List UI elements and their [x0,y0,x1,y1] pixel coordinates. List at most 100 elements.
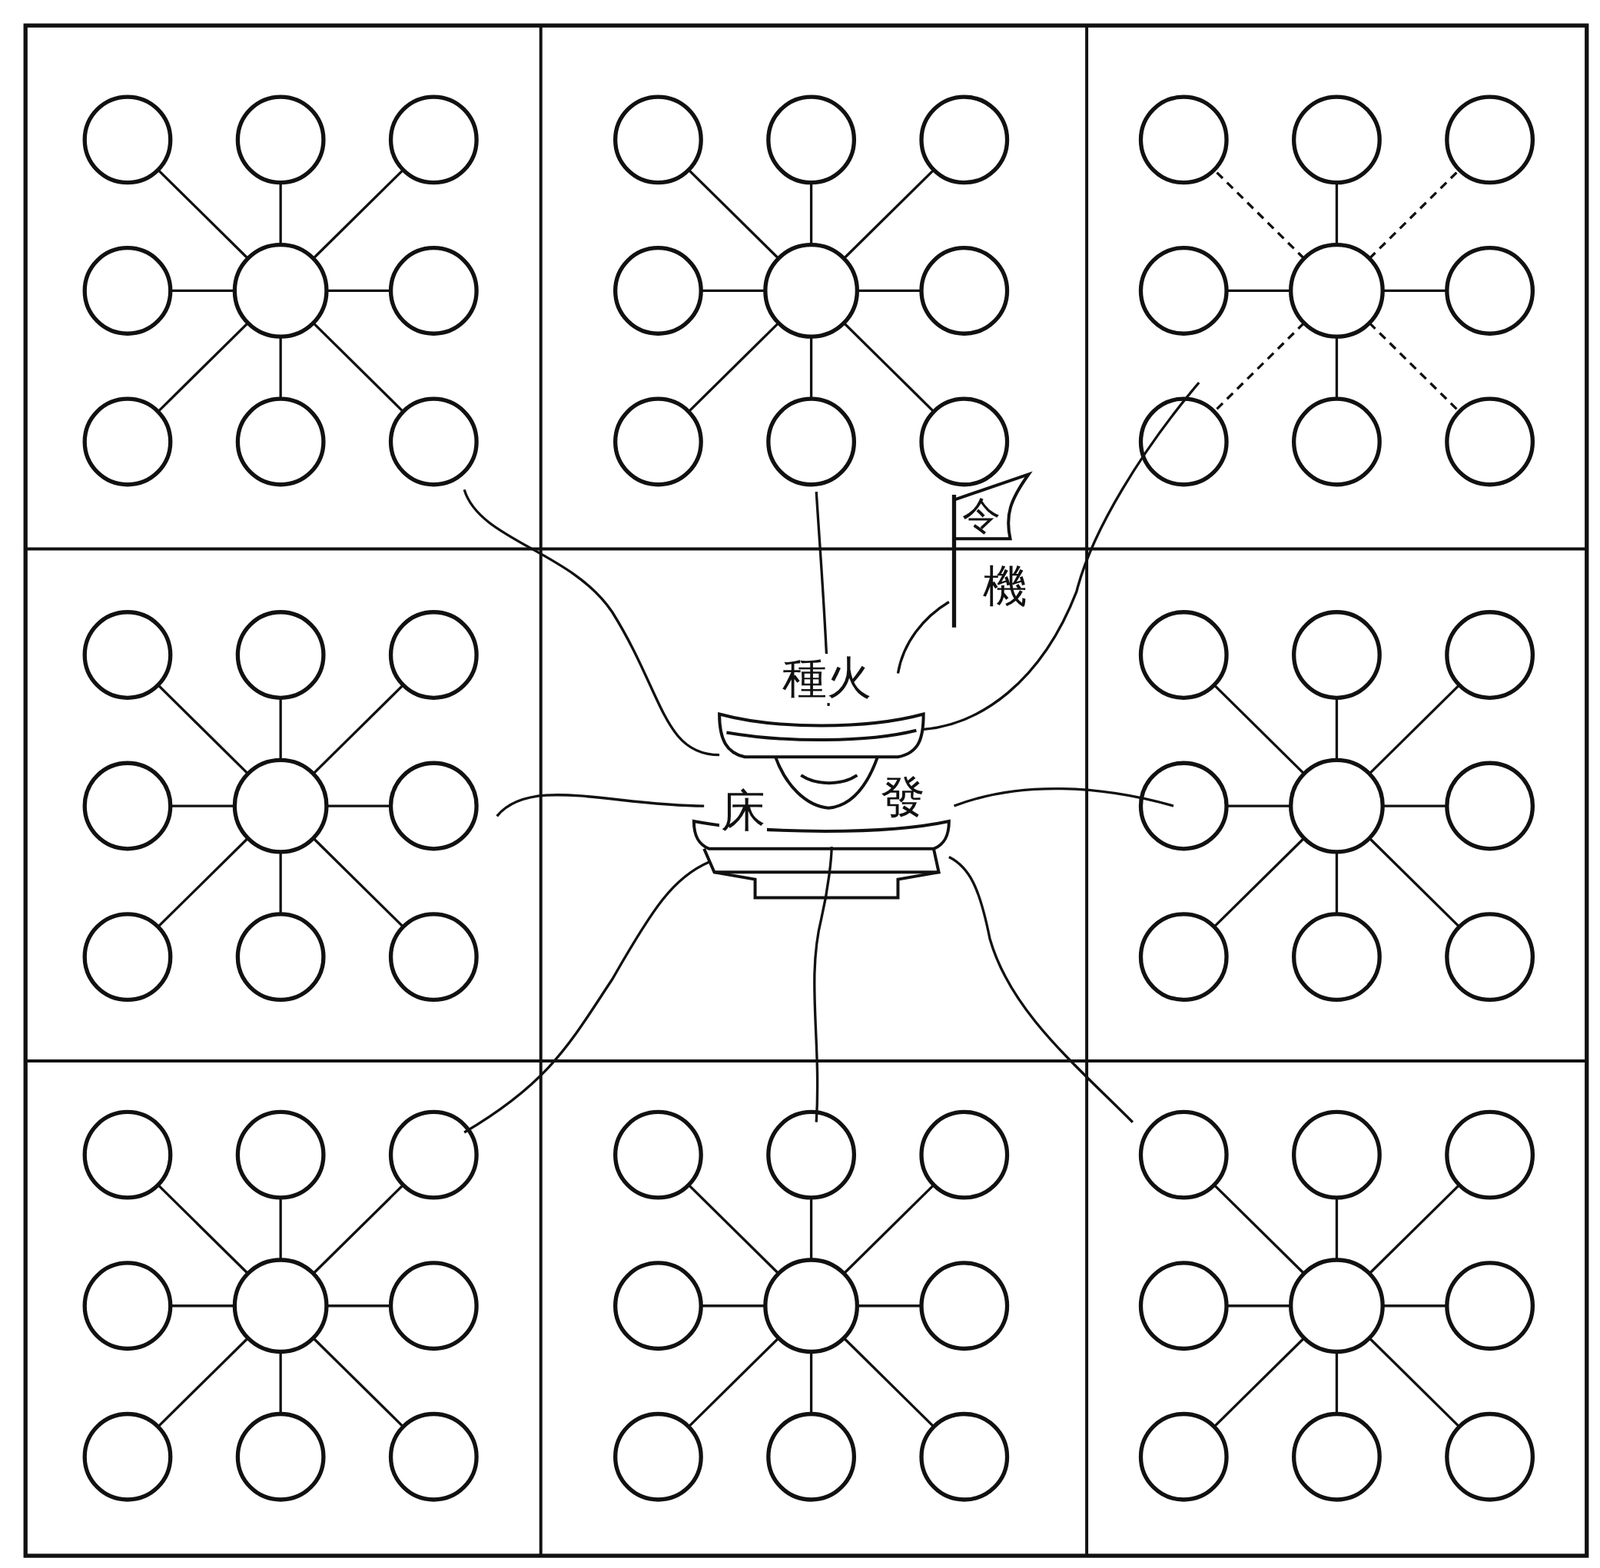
outer-circle [84,1414,171,1501]
outer-circle [1447,1112,1534,1199]
spoke-line [1214,169,1305,259]
circle-cluster [1140,1112,1533,1501]
spoke-line [688,169,779,259]
spoke-line [1369,838,1460,927]
spoke-line [809,1351,813,1415]
outer-circle [921,1112,1008,1199]
grid-line [25,547,1587,551]
outer-circle [84,398,171,485]
outer-circle [1447,763,1534,850]
spoke-line [158,685,249,774]
spoke-line [688,1185,779,1274]
fuse-line [949,856,1133,1122]
spoke-line [170,1304,236,1308]
outer-circle [391,1263,478,1350]
outer-circle [921,398,1008,485]
spoke-line [843,1185,934,1274]
spoke-line [278,852,282,915]
spoke-line [1335,852,1338,915]
outer-circle [237,1112,324,1199]
circle-cluster [1140,96,1533,485]
outer-circle [84,96,171,183]
center-circle [1291,245,1384,338]
spoke-line [1335,1351,1338,1415]
spoke-line [278,336,282,399]
outer-circle [391,763,478,850]
outer-circle [1294,612,1381,699]
flag-text: 令 [960,494,1003,537]
spoke-line [1369,685,1460,774]
outer-circle [615,1112,702,1199]
device-text: 床 [719,786,767,837]
spoke-line [1214,1338,1305,1428]
spoke-line [1382,1304,1448,1308]
spoke-line [856,1304,922,1308]
spoke-line [158,838,249,927]
circle-cluster [84,1112,477,1501]
center-circle [234,245,327,338]
center-circle [1291,760,1384,853]
circle-cluster [615,96,1008,485]
spoke-line [700,1304,766,1308]
spoke-line [326,804,392,807]
spoke-line [278,1351,282,1415]
spoke-line [313,838,404,927]
spoke-line [326,1304,392,1308]
spoke-line [278,1198,282,1261]
outer-circle [768,96,855,183]
spoke-line [843,322,934,412]
outer-circle [615,1263,702,1350]
spoke-line [1214,685,1305,774]
fuse-line [814,846,832,1123]
spoke-line [1382,804,1448,807]
fuse-line [953,789,1173,807]
fire-device [693,714,950,899]
outer-circle [1447,398,1534,485]
spoke-line [158,1338,249,1428]
outer-circle [768,1414,855,1501]
spoke-line [1226,289,1292,293]
outer-border [25,25,1587,1557]
spoke-line [158,322,249,412]
spoke-line [313,1338,404,1428]
spoke-line [1214,1185,1305,1274]
spoke-line [278,697,282,761]
outer-circle [1447,96,1534,183]
spoke-line [1335,697,1338,761]
outer-circle [391,96,478,183]
outer-circle [1447,612,1534,699]
outer-circle [615,248,702,335]
outer-circle [84,612,171,699]
spoke-line [809,336,813,399]
spoke-line [1369,169,1460,259]
spoke-line [809,1198,813,1261]
spoke-line [688,1338,779,1428]
outer-circle [1294,398,1381,485]
outer-circle [1140,1414,1227,1501]
spoke-line [1369,1185,1460,1274]
outer-circle [84,763,171,850]
grid-line [25,1059,1587,1063]
center-circle [765,245,858,338]
outer-circle [1140,96,1227,183]
circle-cluster [615,1112,1008,1501]
outer-circle [1140,248,1227,335]
outer-circle [1140,1112,1227,1199]
outer-circle [237,1414,324,1501]
outer-circle [768,398,855,485]
spoke-line [1335,336,1338,399]
device-text: 種火 [780,653,874,704]
spoke-line [843,1338,934,1428]
outer-circle [237,612,324,699]
spoke-line [1214,838,1305,927]
outer-circle [1294,1414,1381,1501]
spoke-line [313,685,404,774]
spoke-line [1335,182,1338,246]
fuse-line [497,795,705,817]
center-circle [1291,1260,1384,1353]
grid-line [539,25,543,1557]
outer-circle [615,1414,702,1501]
outer-circle [84,1112,171,1199]
